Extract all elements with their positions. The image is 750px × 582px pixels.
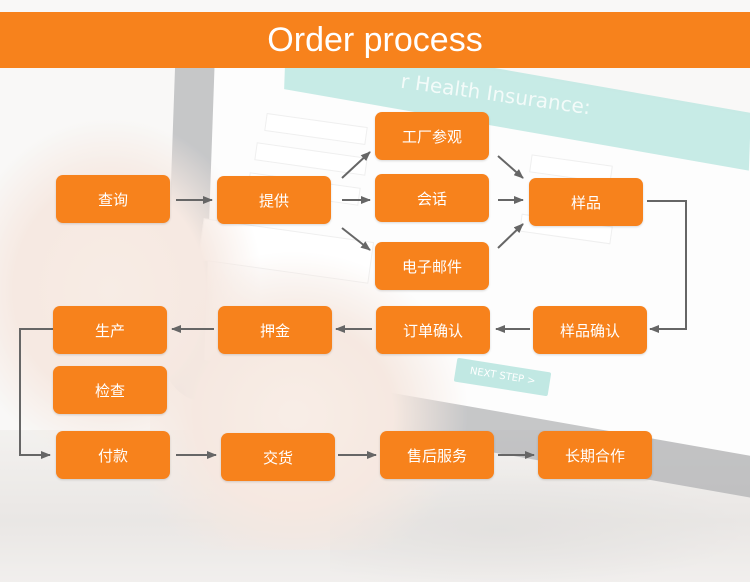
node-order-confirm: 订单确认: [376, 306, 490, 354]
node-email: 电子邮件: [375, 242, 489, 290]
node-production: 生产: [53, 306, 167, 354]
node-after-sales: 售后服务: [380, 431, 494, 479]
node-inspection: 检查: [53, 366, 167, 414]
node-provide: 提供: [217, 176, 331, 224]
node-conversation: 会话: [375, 174, 489, 222]
page-title: Order process: [267, 21, 483, 59]
node-factory-visit: 工厂参观: [375, 112, 489, 160]
node-query: 查询: [56, 175, 170, 223]
pointing-hand: [150, 250, 470, 550]
node-deposit: 押金: [218, 306, 332, 354]
node-delivery: 交货: [221, 433, 335, 481]
node-sample: 样品: [529, 178, 643, 226]
node-sample-confirm: 样品确认: [533, 306, 647, 354]
header-band: Order process: [0, 12, 750, 68]
node-long-term: 长期合作: [538, 431, 652, 479]
node-payment: 付款: [56, 431, 170, 479]
